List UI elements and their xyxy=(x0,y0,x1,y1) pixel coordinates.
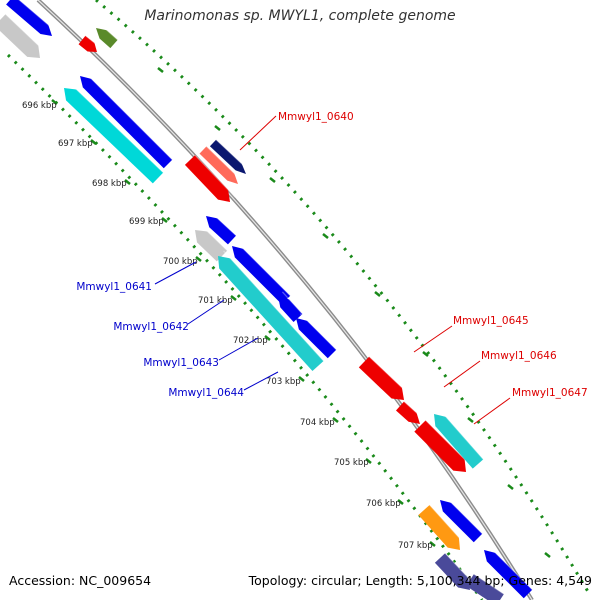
gene-label-leader xyxy=(473,397,511,425)
scale-tick xyxy=(332,417,339,423)
gene-blue-bottom2 xyxy=(484,545,533,599)
gene-olive-small xyxy=(96,23,119,49)
scale-label: 703 kbp xyxy=(266,377,301,387)
gene-navy-0640 xyxy=(209,139,250,174)
scale-ticks xyxy=(51,67,551,558)
gene-label-forward: Mmwyl1_0644 xyxy=(168,387,244,399)
gene-label-leader xyxy=(443,360,481,388)
gene-blue-0641 xyxy=(206,211,237,245)
gene-red-small xyxy=(78,35,101,53)
outer-tick-track xyxy=(95,0,592,596)
gene-label-reverse: Mmwyl1_0645 xyxy=(453,315,529,327)
map-title: Marinomonas sp. MWYL1, complete genome xyxy=(144,8,456,24)
gene-label-reverse: Mmwyl1_0647 xyxy=(512,387,588,399)
inner-tick-track xyxy=(6,53,484,600)
gene-gray-0641 xyxy=(195,224,228,262)
scale-tick xyxy=(90,139,97,145)
gene-label-leader xyxy=(154,261,197,285)
gene-label-reverse: Mmwyl1_0640 xyxy=(278,111,354,123)
scale-tick xyxy=(230,295,237,301)
gene-blue-long xyxy=(80,71,173,169)
scale-tick xyxy=(161,217,168,223)
scale-label: 697 kbp xyxy=(58,139,93,149)
gene-red-0646 xyxy=(395,401,425,424)
gene-label-forward: Mmwyl1_0643 xyxy=(143,357,219,369)
scale-tick xyxy=(195,256,202,262)
gene-red-0640a xyxy=(184,154,236,203)
outer-scale-tick xyxy=(157,67,164,73)
scale-tick xyxy=(51,99,58,105)
outer-scale-tick xyxy=(374,291,381,297)
outer-scale-tick xyxy=(507,484,514,490)
gene-blue-0643 xyxy=(278,291,303,323)
outer-scale-tick xyxy=(467,417,474,423)
scale-label: 699 kbp xyxy=(129,217,164,227)
accession-label: Accession: NC_009654 xyxy=(9,573,152,588)
scale-label: 696 kbp xyxy=(22,101,57,111)
gene-blue-0644 xyxy=(296,313,337,359)
gene-features xyxy=(0,0,533,600)
genome-summary: Topology: circular; Length: 5,100,344 bp… xyxy=(248,573,592,588)
gene-orange xyxy=(418,504,467,551)
gene-label-reverse: Mmwyl1_0646 xyxy=(481,350,557,362)
gene-red-0647 xyxy=(414,419,473,472)
scale-label: 704 kbp xyxy=(300,418,335,428)
scale-label: 698 kbp xyxy=(92,179,127,189)
gene-red-0645 xyxy=(358,356,410,401)
gene-blue-bottom xyxy=(440,495,483,543)
scale-tick xyxy=(397,499,404,505)
scale-tick xyxy=(429,541,436,547)
outer-scale-tick xyxy=(544,552,551,558)
scale-label: 705 kbp xyxy=(334,458,369,468)
scale-labels: 696 kbp 697 kbp 698 kbp 699 kbp 700 kbp 701 k… xyxy=(22,101,433,551)
gene-blue-0642 xyxy=(232,241,291,305)
gene-cyan-0647 xyxy=(434,408,484,469)
scale-tick xyxy=(365,458,372,464)
gene-gray-partial xyxy=(0,13,46,59)
gene-blue-partial xyxy=(6,0,57,37)
outer-scale-tick xyxy=(269,177,276,183)
outer-scale-tick xyxy=(422,351,429,357)
gene-label-leader xyxy=(218,337,259,361)
gene-label-forward: Mmwyl1_0642 xyxy=(113,321,189,333)
scale-label: 701 kbp xyxy=(198,296,233,306)
scale-tick xyxy=(264,335,271,341)
scale-label: 700 kbp xyxy=(163,257,198,267)
gene-cyan-long xyxy=(64,82,164,184)
gene-teal-0642 xyxy=(218,250,324,372)
outer-scale-tick xyxy=(322,233,329,239)
gene-slate-bottom2 xyxy=(466,573,505,600)
outer-scale-tick xyxy=(214,125,221,131)
gene-labels: Mmwyl1_0641Mmwyl1_0642Mmwyl1_0643Mmwyl1_… xyxy=(76,111,588,425)
gene-label-leader xyxy=(413,325,453,353)
gene-salmon-0640 xyxy=(199,145,242,185)
gene-label-leader xyxy=(243,371,279,391)
scale-tick xyxy=(298,376,305,382)
scale-tick xyxy=(124,179,131,185)
scale-label: 706 kbp xyxy=(366,499,401,509)
gene-label-forward: Mmwyl1_0641 xyxy=(76,281,152,293)
scale-label: 702 kbp xyxy=(233,336,268,346)
gene-label-leader xyxy=(187,299,225,325)
gene-label-leader xyxy=(239,115,277,151)
scale-label: 707 kbp xyxy=(398,541,433,551)
